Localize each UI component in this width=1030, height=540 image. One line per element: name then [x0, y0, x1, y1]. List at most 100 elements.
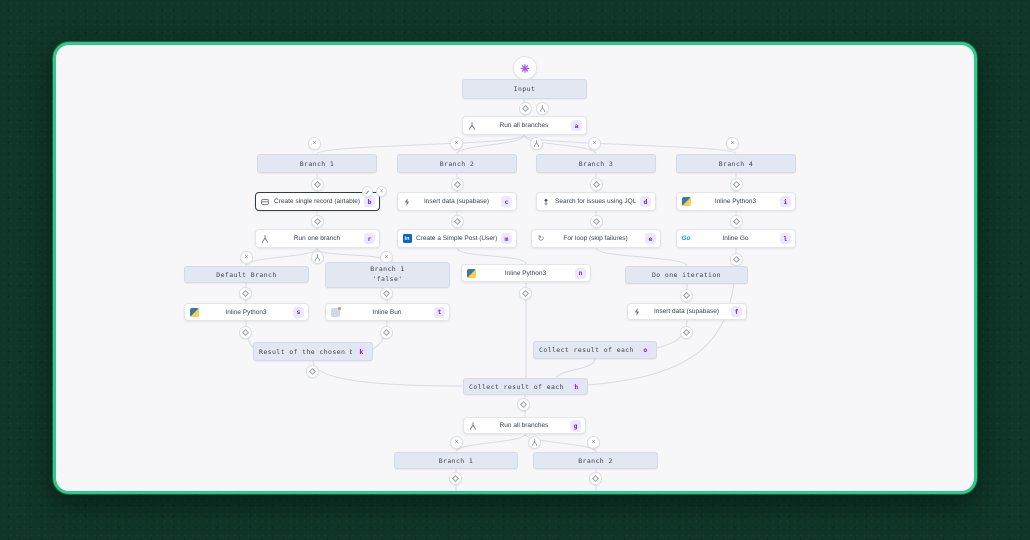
- delete-node-button[interactable]: ×: [376, 186, 387, 197]
- fork-icon: [260, 234, 270, 244]
- node-inline-go[interactable]: Go Inline Go l: [676, 229, 796, 248]
- add-step-button[interactable]: [451, 215, 464, 228]
- add-step-button[interactable]: [306, 365, 319, 378]
- add-step-button[interactable]: [680, 326, 693, 339]
- node-run-all-branches-top[interactable]: Run all branches a: [462, 116, 587, 135]
- diamond-plus-icon: [521, 104, 530, 113]
- add-step-button[interactable]: [311, 178, 324, 191]
- add-step-button[interactable]: [380, 326, 393, 339]
- close-icon: ×: [312, 140, 317, 147]
- header-do-one-iteration[interactable]: Do one iteration: [625, 266, 748, 284]
- branch-header-1[interactable]: Branch 1: [257, 154, 377, 173]
- diamond-plus-icon: [732, 255, 741, 264]
- add-step-button[interactable]: [239, 326, 252, 339]
- node-for-loop[interactable]: ↻ For loop (skip failures) e: [531, 229, 661, 248]
- node-label: Collect result of each branc: [469, 382, 567, 391]
- node-run-all-branches-bottom[interactable]: Run all branches g: [463, 417, 586, 434]
- edit-node-button[interactable]: [362, 186, 373, 197]
- remove-branch-button[interactable]: ×: [587, 436, 600, 449]
- node-create-single-record[interactable]: Create single record (airtable) b: [255, 192, 380, 211]
- node-label: Create single record (airtable): [274, 198, 360, 205]
- remove-branch-button[interactable]: ×: [588, 137, 601, 150]
- node-create-simple-post[interactable]: in Create a Simple Post (User) (... m: [397, 229, 517, 248]
- add-step-button[interactable]: [590, 215, 603, 228]
- node-search-issues-jql[interactable]: Search for issues using JQL (... d: [536, 192, 656, 211]
- remove-branch-button[interactable]: ×: [240, 251, 253, 264]
- node-label: Insert data (supabase): [653, 308, 720, 315]
- add-parallel-button[interactable]: [536, 102, 549, 115]
- node-run-one-branch[interactable]: Run one branch r: [255, 229, 380, 248]
- supabase-bolt-icon: [632, 307, 642, 317]
- add-step-button[interactable]: [730, 178, 743, 191]
- node-result-chosen-branch[interactable]: Result of the chosen branch k: [253, 342, 373, 361]
- branch-label: Do one iteration: [651, 271, 721, 279]
- shortcut-badge: e: [645, 233, 656, 244]
- loop-icon: ↻: [537, 233, 545, 243]
- node-label: Inline Python3: [225, 308, 267, 316]
- close-icon: ×: [384, 254, 389, 261]
- add-step-button[interactable]: [589, 472, 602, 485]
- node-inline-python-branch4[interactable]: Inline Python3 i: [676, 192, 796, 211]
- branch-header-4[interactable]: Branch 4: [676, 154, 796, 173]
- add-step-button[interactable]: [239, 287, 252, 300]
- node-label: Inline Go: [722, 235, 749, 242]
- node-label: Inline Python3: [714, 198, 757, 205]
- add-step-button[interactable]: [449, 472, 462, 485]
- node-collect-iteration-results[interactable]: Collect result of each itera o: [533, 341, 657, 359]
- branch-header-2-bottom[interactable]: Branch 2: [533, 452, 658, 469]
- add-branch-button[interactable]: [530, 137, 543, 150]
- node-label: For loop (skip failures): [563, 235, 628, 242]
- shortcut-badge: c: [501, 196, 512, 207]
- go-icon: Go: [681, 235, 691, 242]
- shortcut-badge: i: [780, 196, 791, 207]
- node-inline-python-center[interactable]: Inline Python3 n: [461, 264, 591, 282]
- branch-header-1-bottom[interactable]: Branch 1: [394, 452, 518, 469]
- branch-label: Branch 1: [370, 265, 405, 274]
- add-step-button[interactable]: [519, 287, 532, 300]
- branch-header-3[interactable]: Branch 3: [536, 154, 656, 173]
- add-step-button[interactable]: [519, 102, 532, 115]
- shortcut-badge: b: [364, 196, 375, 207]
- branch-label: Branch 1: [299, 159, 335, 168]
- node-input[interactable]: Input: [462, 79, 587, 99]
- node-insert-data-supabase-1[interactable]: Insert data (supabase) c: [397, 192, 517, 211]
- node-collect-branch-results[interactable]: Collect result of each branc h: [463, 378, 588, 395]
- node-inline-python-default[interactable]: Inline Python3 s: [184, 303, 309, 321]
- add-step-button[interactable]: [680, 289, 693, 302]
- shortcut-badge: g: [570, 420, 581, 431]
- trigger-node[interactable]: [513, 56, 537, 80]
- add-step-button[interactable]: [451, 178, 464, 191]
- branch-label: Branch 2: [439, 159, 475, 168]
- add-step-button[interactable]: [517, 398, 530, 411]
- shortcut-badge: o: [640, 344, 651, 356]
- diamond-plus-icon: [451, 474, 460, 483]
- add-step-button[interactable]: [380, 287, 393, 300]
- add-branch-button[interactable]: [311, 251, 324, 264]
- add-step-button[interactable]: [730, 253, 743, 266]
- workflow-panel: Input Run all branches a × × × × Branch …: [53, 42, 977, 494]
- node-label: Inline Bun: [372, 308, 402, 316]
- add-step-button[interactable]: [730, 215, 743, 228]
- diamond-plus-icon: [592, 217, 601, 226]
- branch-header-default[interactable]: Default Branch: [184, 266, 309, 283]
- add-branch-button[interactable]: [528, 436, 541, 449]
- branch-label: Branch 2: [578, 456, 613, 465]
- jira-icon: [541, 197, 551, 207]
- node-inline-bun[interactable]: Inline Bun t: [325, 303, 450, 321]
- remove-branch-button[interactable]: ×: [726, 137, 739, 150]
- node-insert-data-supabase-2[interactable]: Insert data (supabase) f: [627, 303, 747, 320]
- flow-canvas[interactable]: Input Run all branches a × × × × Branch …: [56, 45, 974, 491]
- add-step-button[interactable]: [590, 178, 603, 191]
- remove-branch-button[interactable]: ×: [308, 137, 321, 150]
- diamond-plus-icon: [313, 217, 322, 226]
- airtable-record-icon: [260, 197, 270, 207]
- fork-icon: [467, 121, 477, 131]
- diamond-plus-icon: [732, 217, 741, 226]
- remove-branch-button[interactable]: ×: [450, 137, 463, 150]
- shortcut-badge: r: [364, 233, 375, 244]
- add-step-button[interactable]: [311, 215, 324, 228]
- branch-header-2[interactable]: Branch 2: [397, 154, 517, 173]
- branch-header-1-false[interactable]: Branch 1 'false': [325, 262, 450, 288]
- linkedin-icon: in: [402, 234, 412, 244]
- remove-branch-button[interactable]: ×: [450, 436, 463, 449]
